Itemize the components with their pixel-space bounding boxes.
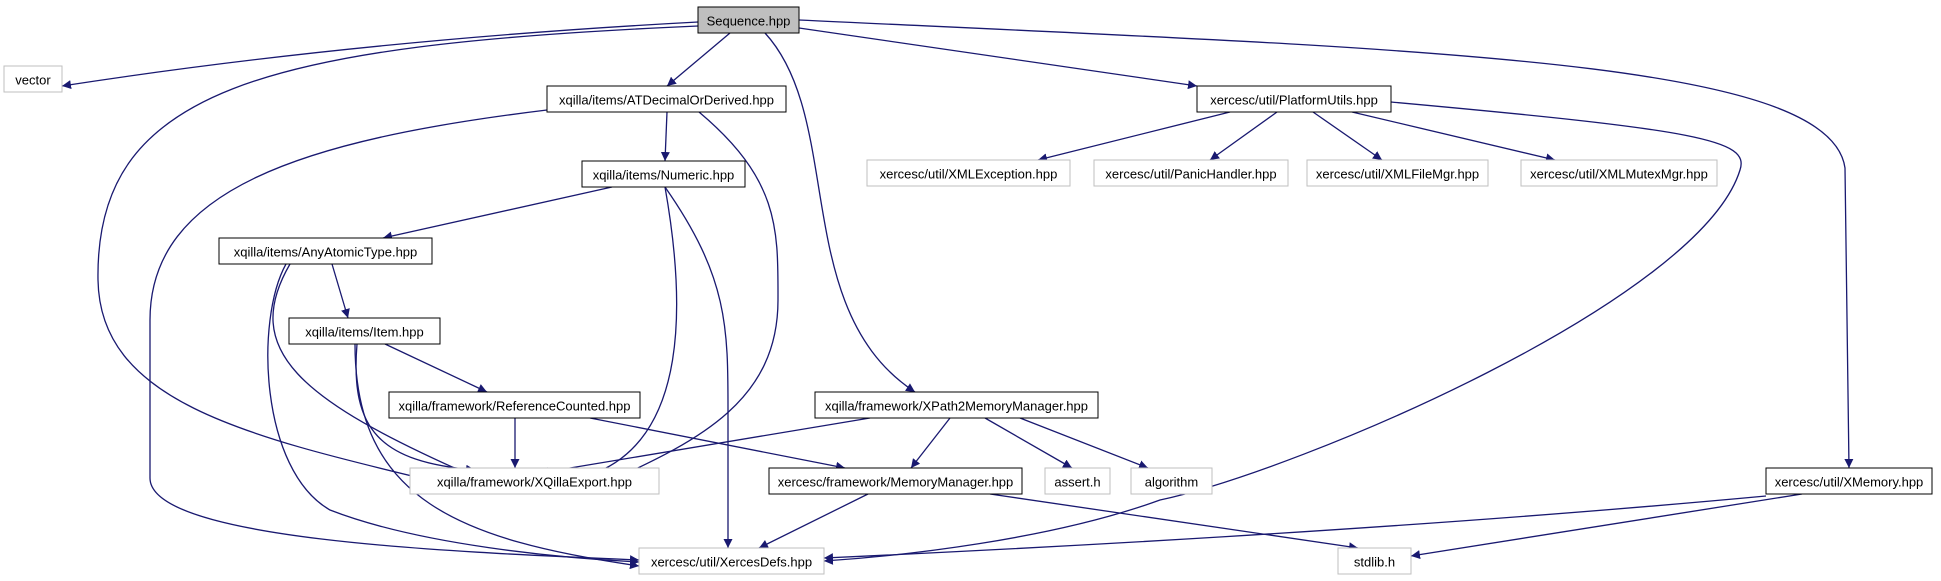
edge-numeric-to-xqillaexport — [589, 186, 678, 477]
node-box — [1130, 467, 1213, 495]
node-label: xqilla/framework/XPath2MemoryManager.hpp — [825, 399, 1088, 414]
node-numeric[interactable]: xqilla/items/Numeric.hpp — [581, 160, 746, 188]
edge-platformutils-to-xmlmutexmgr — [1351, 111, 1556, 163]
edge-item-to-refcounted — [384, 343, 488, 393]
node-box — [814, 391, 1099, 419]
edge-sequence-to-xmemory — [798, 19, 1854, 469]
node-label: algorithm — [1145, 475, 1198, 490]
node-xmlmutexmgr: xercesc/util/XMLMutexMgr.hpp — [1520, 159, 1718, 187]
edges-layer — [61, 19, 1854, 570]
node-box — [638, 547, 825, 575]
edge-memorymanager-to-xercesdefs — [758, 493, 869, 549]
node-label: xercesc/util/PanicHandler.hpp — [1105, 167, 1276, 182]
node-box — [1306, 159, 1489, 187]
node-xercesdefs: xercesc/util/XercesDefs.hpp — [638, 547, 825, 575]
node-box — [581, 160, 746, 188]
edge-platformutils-to-xmlfilemgr — [1312, 111, 1383, 161]
node-sequence[interactable]: Sequence.hpp — [697, 6, 800, 34]
edge-sequence-to-platformutils — [798, 27, 1198, 90]
edge-anyatomic-to-item — [331, 263, 350, 319]
node-label: xercesc/util/XercesDefs.hpp — [651, 555, 812, 570]
edge-xmemory-to-stdlib — [1410, 493, 1803, 560]
edge-sequence-to-atdecimal — [666, 32, 731, 87]
node-label: xercesc/util/XMemory.hpp — [1775, 475, 1924, 490]
node-box — [409, 467, 660, 495]
node-asserth: assert.h — [1044, 467, 1111, 495]
node-label: xqilla/items/Numeric.hpp — [593, 168, 735, 183]
node-box — [1337, 547, 1412, 575]
node-box — [866, 159, 1071, 187]
node-box — [1044, 467, 1111, 495]
node-label: xqilla/items/Item.hpp — [305, 325, 424, 340]
edge-sequence-to-xqillaexport — [97, 25, 699, 484]
edge-atdecimal-to-xqillaexport — [609, 111, 779, 482]
node-label: xqilla/framework/ReferenceCounted.hpp — [399, 399, 631, 414]
node-label: stdlib.h — [1354, 555, 1395, 570]
node-label: xercesc/util/PlatformUtils.hpp — [1210, 93, 1378, 108]
edge-anyatomic-to-xqillaexport — [272, 263, 471, 476]
edge-atdecimal-to-xercesdefs — [149, 109, 640, 565]
node-box — [546, 85, 787, 113]
node-label: xqilla/items/ATDecimalOrDerived.hpp — [559, 93, 774, 108]
node-box — [1765, 467, 1933, 495]
node-label: xercesc/framework/MemoryManager.hpp — [778, 475, 1014, 490]
edge-numeric-to-anyatomic — [382, 186, 613, 241]
node-refcounted[interactable]: xqilla/framework/ReferenceCounted.hpp — [388, 391, 641, 419]
edge-anyatomic-to-xercesdefs — [267, 263, 640, 567]
node-box — [218, 237, 433, 265]
node-box — [697, 6, 800, 34]
node-label: xercesc/util/XMLMutexMgr.hpp — [1530, 167, 1708, 182]
edge-platformutils-to-panichandler — [1209, 111, 1278, 161]
node-item[interactable]: xqilla/items/Item.hpp — [288, 317, 441, 345]
node-box — [3, 65, 63, 93]
edge-sequence-to-vector — [61, 21, 699, 90]
node-xmemory[interactable]: xercesc/util/XMemory.hpp — [1765, 467, 1933, 495]
edge-xpath2mm-to-asserth — [984, 417, 1073, 469]
node-box — [288, 317, 441, 345]
edge-platformutils-to-xercesdefs — [823, 101, 1742, 565]
edge-xpath2mm-to-memorymanager — [910, 417, 951, 469]
node-box — [388, 391, 641, 419]
edge-platformutils-to-xmlexception — [1037, 111, 1231, 163]
node-algorithm: algorithm — [1130, 467, 1213, 495]
node-xqillaexport: xqilla/framework/XQillaExport.hpp — [409, 467, 660, 495]
node-xmlfilemgr: xercesc/util/XMLFileMgr.hpp — [1306, 159, 1489, 187]
node-box — [1093, 159, 1289, 187]
node-label: xqilla/framework/XQillaExport.hpp — [437, 475, 632, 490]
edge-memorymanager-to-stdlib — [989, 493, 1359, 552]
node-box — [1520, 159, 1718, 187]
node-anyatomic[interactable]: xqilla/items/AnyAtomicType.hpp — [218, 237, 433, 265]
node-vector: vector — [3, 65, 63, 93]
node-label: Sequence.hpp — [707, 14, 791, 29]
node-stdlib: stdlib.h — [1337, 547, 1412, 575]
edge-xmemory-to-xercesdefs — [823, 495, 1767, 563]
node-memorymanager[interactable]: xercesc/framework/MemoryManager.hpp — [768, 467, 1023, 495]
node-label: vector — [15, 73, 51, 88]
node-platformutils[interactable]: xercesc/util/PlatformUtils.hpp — [1196, 85, 1392, 113]
node-label: xqilla/items/AnyAtomicType.hpp — [234, 245, 418, 260]
edge-sequence-to-xpath2mm — [764, 32, 916, 393]
edge-atdecimal-to-numeric — [660, 111, 670, 162]
node-box — [768, 467, 1023, 495]
node-box — [1196, 85, 1392, 113]
node-panichandler: xercesc/util/PanicHandler.hpp — [1093, 159, 1289, 187]
nodes-layer: Sequence.hpp vector xqilla/items/ATDecimal… — [3, 6, 1933, 575]
node-label: xercesc/util/XMLFileMgr.hpp — [1316, 167, 1479, 182]
node-xmlexception: xercesc/util/XMLException.hpp — [866, 159, 1071, 187]
node-atdecimal[interactable]: xqilla/items/ATDecimalOrDerived.hpp — [546, 85, 787, 113]
edge-item-to-xercesdefs — [354, 343, 640, 570]
edge-numeric-to-xercesdefs — [664, 186, 733, 548]
node-label: xercesc/util/XMLException.hpp — [880, 167, 1058, 182]
edge-xpath2mm-to-algorithm — [1019, 417, 1149, 469]
node-xpath2mm[interactable]: xqilla/framework/XPath2MemoryManager.hpp — [814, 391, 1099, 419]
node-label: assert.h — [1054, 475, 1100, 490]
edge-xpath2mm-to-xqillaexport — [539, 417, 871, 476]
